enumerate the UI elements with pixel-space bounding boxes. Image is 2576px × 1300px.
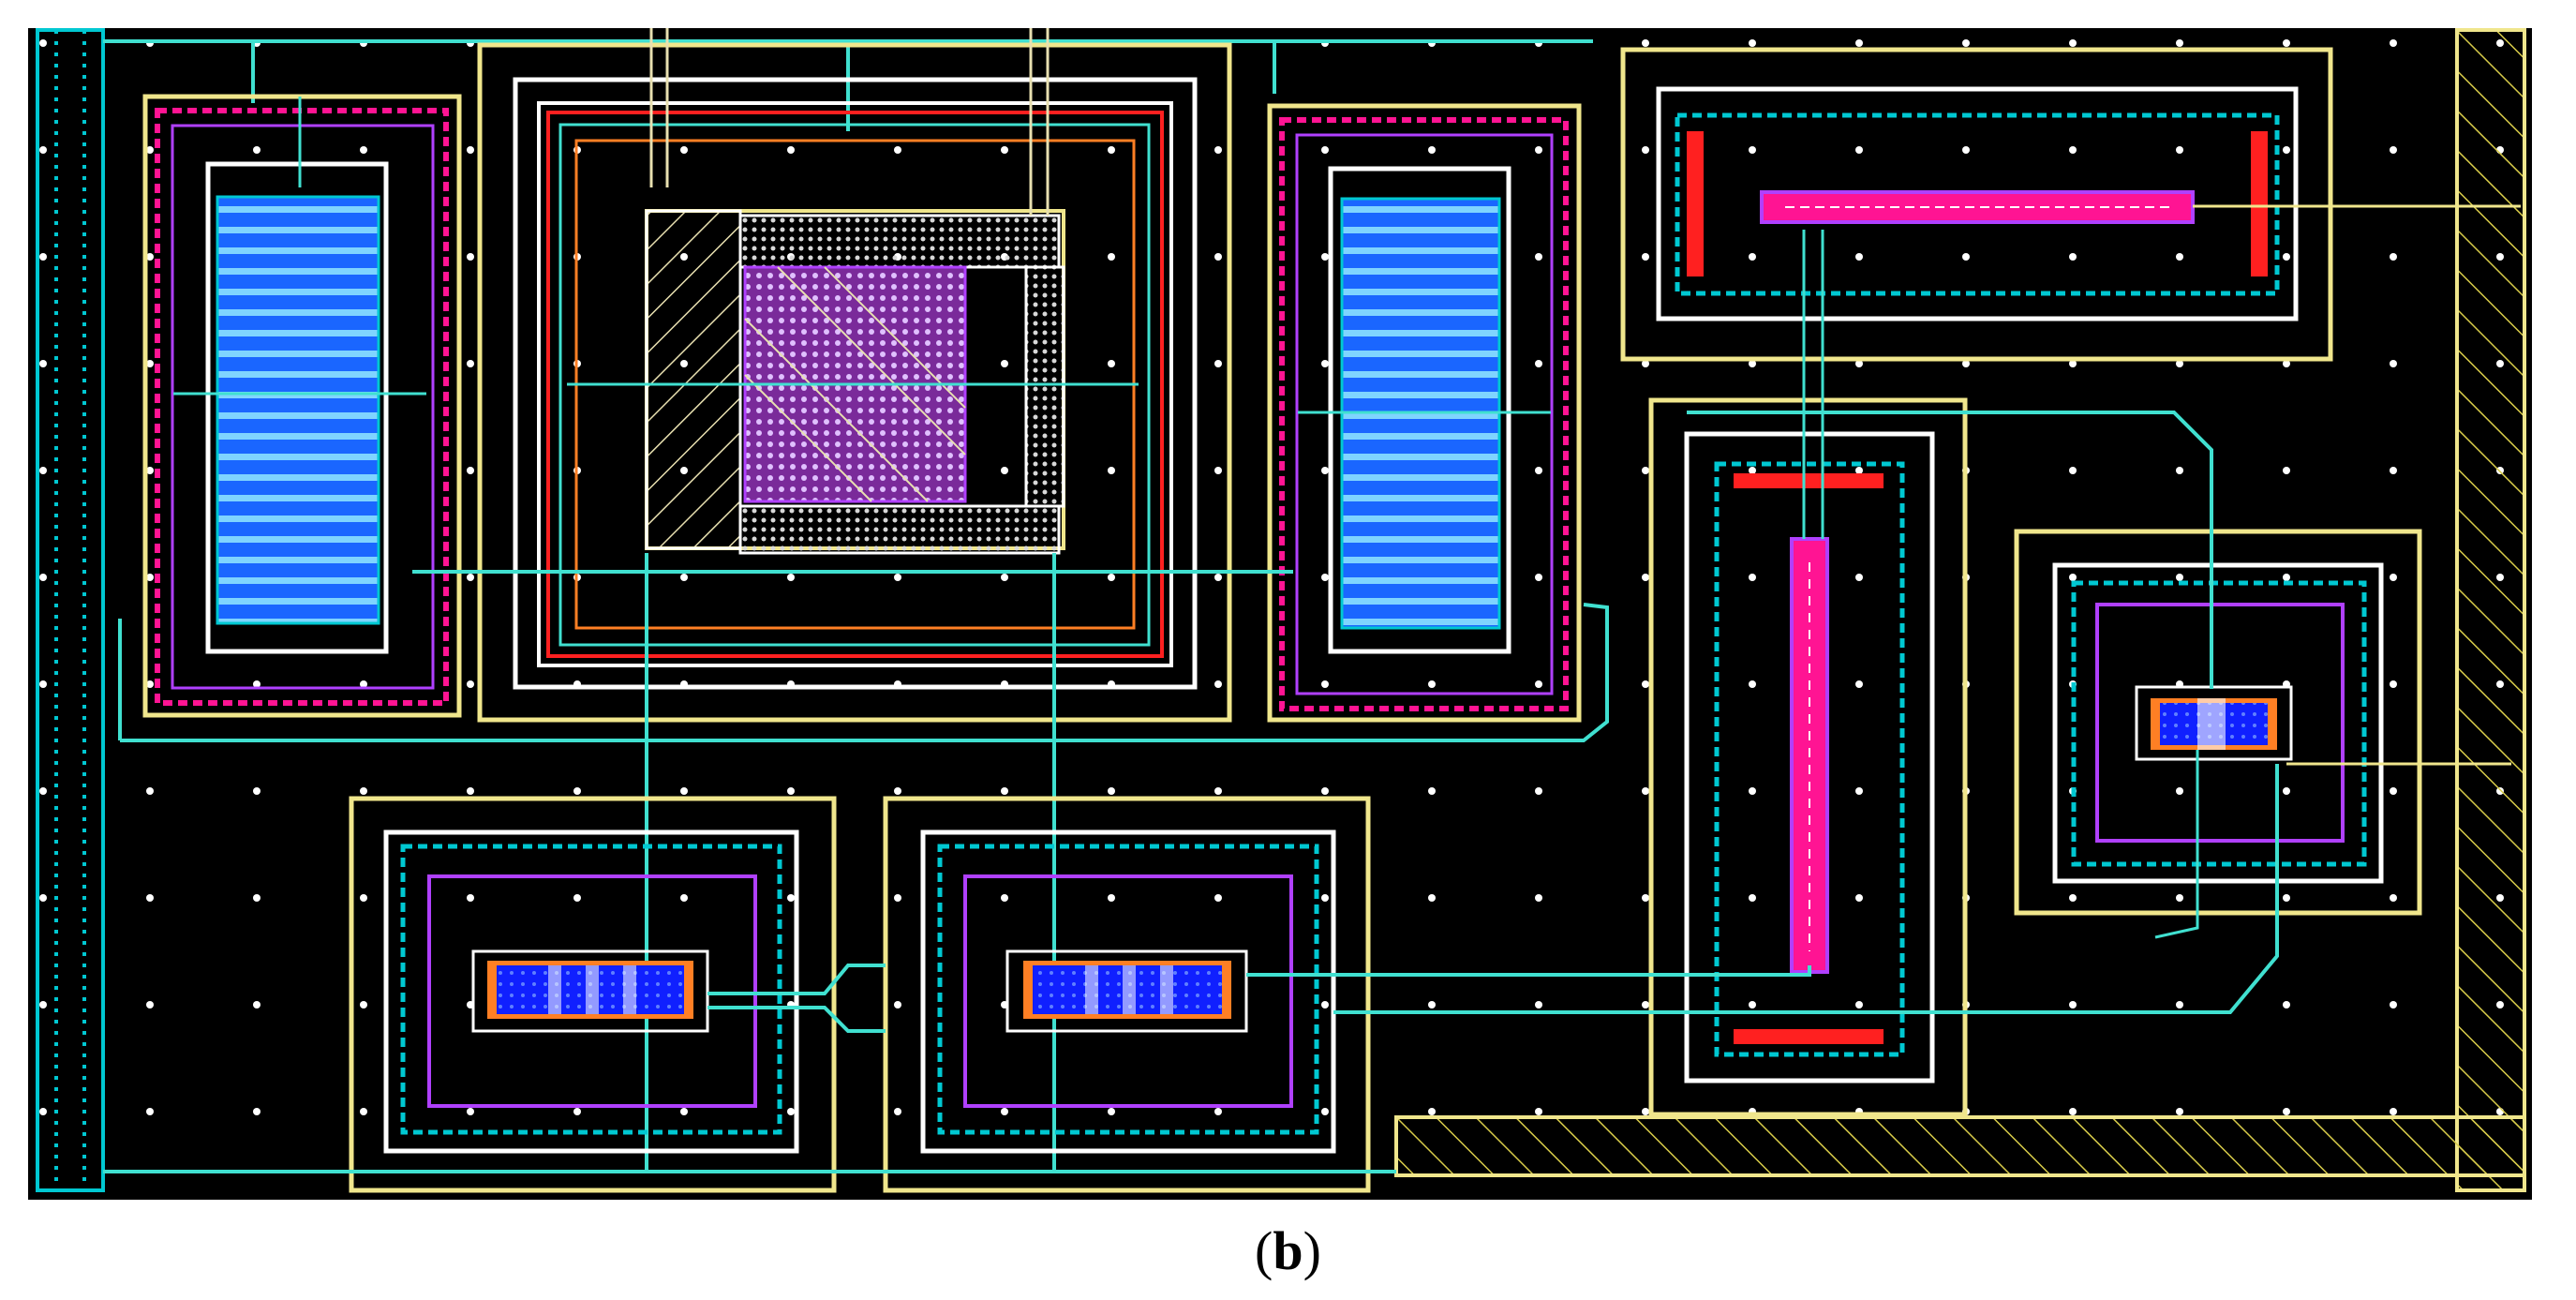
caption-label: b [1273, 1220, 1303, 1281]
transistor-right [1687, 411, 2511, 939]
figure-caption: (b) [0, 1218, 2576, 1284]
transistor-bottom-2 [883, 796, 1371, 1193]
top-bus [103, 39, 1593, 131]
caption-close-paren: ) [1303, 1220, 1321, 1281]
resistor-vertical [1648, 230, 1968, 1117]
capacitor-2 [1267, 103, 1582, 723]
center-block [477, 28, 1232, 723]
left-guard-rail [36, 28, 105, 1192]
transistor-bottom-1 [349, 796, 837, 1193]
ic-layout-diagram [28, 28, 2532, 1200]
bottom-wiring [103, 764, 2279, 1173]
resistor-horizontal [1620, 47, 2521, 362]
mid-bus [118, 553, 1609, 1172]
capacitor-1 [142, 94, 462, 718]
caption-open-paren: ( [1255, 1220, 1273, 1281]
right-guard-rail [1394, 28, 2526, 1192]
